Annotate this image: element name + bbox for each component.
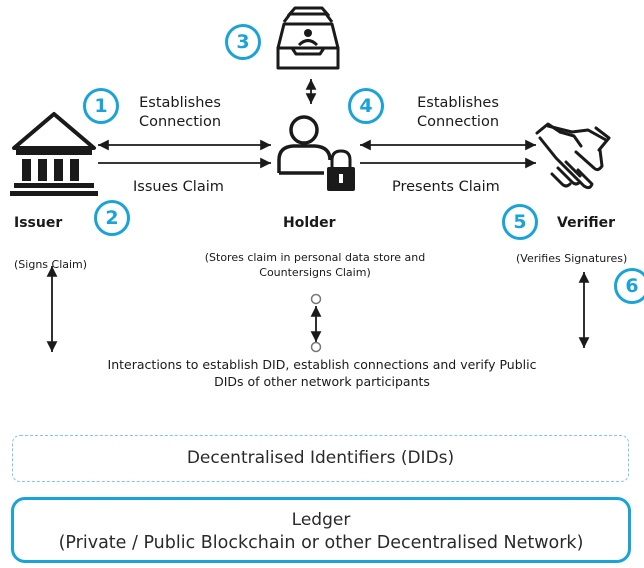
inbox-tray-icon (276, 6, 340, 70)
ledger-title: Ledger (291, 510, 351, 530)
handshake-icon (535, 122, 611, 190)
step-badge-4: 4 (348, 88, 384, 124)
interactions-text: Interactions to establish DID, establish… (107, 357, 537, 389)
step-badge-6: 6 (614, 268, 644, 304)
ledger-box: Ledger (Private / Public Blockchain or o… (11, 497, 631, 563)
step-badge-1: 1 (83, 88, 119, 124)
issues-claim-label: Issues Claim (133, 179, 224, 195)
issuer-note: (Signs Claim) (14, 258, 88, 271)
issuer-label: Issuer (14, 215, 63, 231)
ledger-subtitle: (Private / Public Blockchain or other De… (58, 533, 584, 553)
holder-ledger-connector (310, 293, 322, 353)
verifier-label: Verifier (557, 215, 616, 231)
verifier-note: (Verifies Signatures) (516, 252, 628, 265)
dids-box: Decentralised Identifiers (DIDs) (12, 435, 629, 482)
holder-label: Holder (283, 215, 336, 231)
person-lock-icon (277, 115, 355, 191)
issuer-connection-label: Establishes Connection (138, 95, 222, 130)
verifier-connection-label: Establishes Connection (416, 95, 500, 130)
step-badge-5: 5 (502, 204, 538, 240)
step-badge-3: 3 (225, 24, 261, 60)
step-badge-2: 2 (94, 200, 130, 236)
holder-note: (Stores claim in personal data store and… (204, 251, 426, 279)
institution-icon (10, 112, 98, 196)
presents-claim-label: Presents Claim (392, 179, 500, 195)
